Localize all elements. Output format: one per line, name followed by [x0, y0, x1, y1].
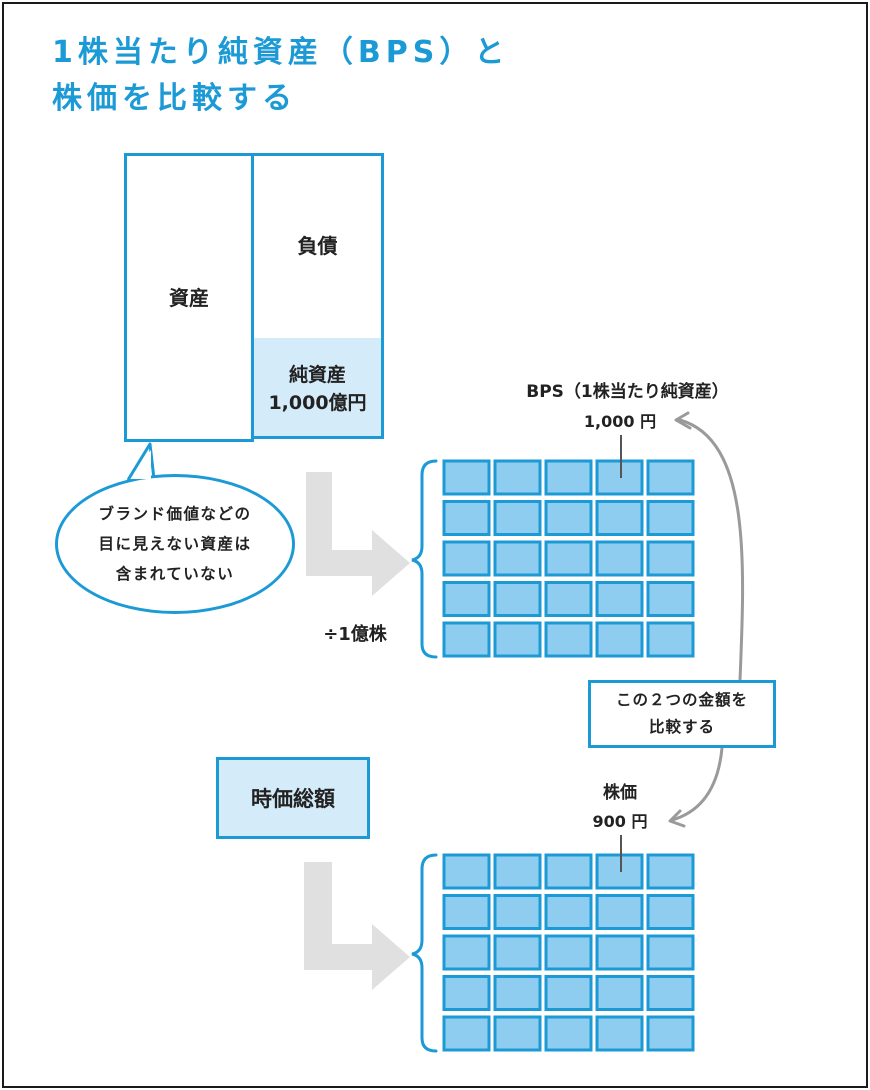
- share-cell: [544, 853, 593, 890]
- share-cell: [595, 975, 644, 1011]
- share-cell: [595, 459, 644, 496]
- share-cell: [442, 894, 491, 930]
- share-cell: [646, 853, 695, 890]
- net-assets-value: 1,000億円: [268, 391, 367, 414]
- top-gray-arrow: [306, 472, 410, 596]
- share-cell: [493, 1015, 542, 1052]
- share-grid-bottom: [442, 853, 695, 1052]
- market-cap-box: 時価総額: [216, 757, 370, 839]
- share-cell: [493, 581, 542, 617]
- title-line-1: 1株当たり純資産（BPS）と: [52, 35, 510, 70]
- share-cell: [442, 853, 491, 890]
- share-cell: [544, 975, 593, 1011]
- share-cell: [493, 459, 542, 496]
- net-assets-block: [251, 338, 384, 439]
- net-assets-label: 純資産 1,000億円: [251, 338, 384, 439]
- market-cap-label: 時価総額: [251, 787, 335, 811]
- stock-price-label: 株価: [603, 783, 637, 803]
- share-cell: [595, 621, 644, 658]
- bubble-line-3: 含まれていない: [115, 565, 235, 583]
- share-cell: [493, 540, 542, 577]
- share-cell: [595, 1015, 644, 1052]
- divide-label: ÷1億株: [323, 624, 387, 645]
- share-cell: [544, 621, 593, 658]
- liabilities-label: 負債: [297, 233, 338, 258]
- compare-arrowhead-lower: [668, 809, 686, 828]
- compare-curve-upper: [678, 418, 745, 682]
- share-cell: [646, 894, 695, 930]
- bubble-tail: [126, 442, 156, 481]
- compare-curve-lower: [670, 746, 724, 822]
- share-cell: [595, 500, 644, 536]
- bubble-tail-cover-shape: [131, 450, 151, 479]
- share-cell: [442, 540, 491, 577]
- share-grid-top: [442, 459, 695, 658]
- share-cell: [493, 975, 542, 1011]
- share-cell: [493, 894, 542, 930]
- share-cell: [493, 934, 542, 971]
- share-cell: [595, 853, 644, 890]
- page-title: 1株当たり純資産（BPS）と 株価を比較する: [52, 30, 509, 122]
- share-cell: [442, 975, 491, 1011]
- share-cell: [544, 540, 593, 577]
- share-cell: [646, 581, 695, 617]
- share-cell: [442, 459, 491, 496]
- share-cell: [493, 621, 542, 658]
- assets-label: 資産: [169, 285, 209, 310]
- liabilities-block: [251, 153, 384, 341]
- share-cell: [493, 853, 542, 890]
- share-cell: [646, 540, 695, 577]
- share-cell: [646, 975, 695, 1011]
- share-cell: [544, 894, 593, 930]
- share-cell: [544, 934, 593, 971]
- share-cell: [442, 934, 491, 971]
- stock-price-value: 900 円: [592, 812, 648, 831]
- share-cell: [442, 581, 491, 617]
- compare-box: この２つの金額を 比較する: [588, 680, 776, 748]
- share-cell: [544, 581, 593, 617]
- bps-label: BPS（1株当たり純資産）: [526, 382, 729, 402]
- share-cell: [595, 894, 644, 930]
- share-cell: [442, 621, 491, 658]
- share-cell: [646, 1015, 695, 1052]
- share-cell: [544, 1015, 593, 1052]
- assets-block: [124, 153, 254, 442]
- net-assets-title: 純資産: [288, 363, 346, 386]
- share-cell: [442, 500, 491, 536]
- bottom-gray-arrow: [304, 862, 410, 990]
- bubble-text: ブランド価値などの 目に見えない資産は 含まれていない: [55, 474, 295, 614]
- share-cell: [646, 459, 695, 496]
- bps-value: 1,000 円: [583, 412, 657, 431]
- share-cell: [646, 934, 695, 971]
- share-cell: [595, 540, 644, 577]
- share-cell: [442, 1015, 491, 1052]
- bubble-line-2: 目に見えない資産は: [98, 535, 252, 553]
- share-cell: [544, 459, 593, 496]
- compare-arrowhead-upper: [674, 411, 692, 430]
- bubble-line-1: ブランド価値などの: [98, 505, 252, 523]
- bottom-bracket: [411, 853, 438, 1053]
- compare-line-1: この２つの金額を: [615, 691, 748, 709]
- compare-line-2: 比較する: [648, 718, 715, 736]
- share-cell: [544, 500, 593, 536]
- top-bracket: [411, 459, 438, 659]
- share-cell: [493, 500, 542, 536]
- share-cell: [646, 621, 695, 658]
- share-cell: [646, 500, 695, 536]
- speech-bubble: [55, 474, 295, 614]
- share-cell: [595, 934, 644, 971]
- title-line-2: 株価を比較する: [52, 81, 297, 116]
- share-cell: [595, 581, 644, 617]
